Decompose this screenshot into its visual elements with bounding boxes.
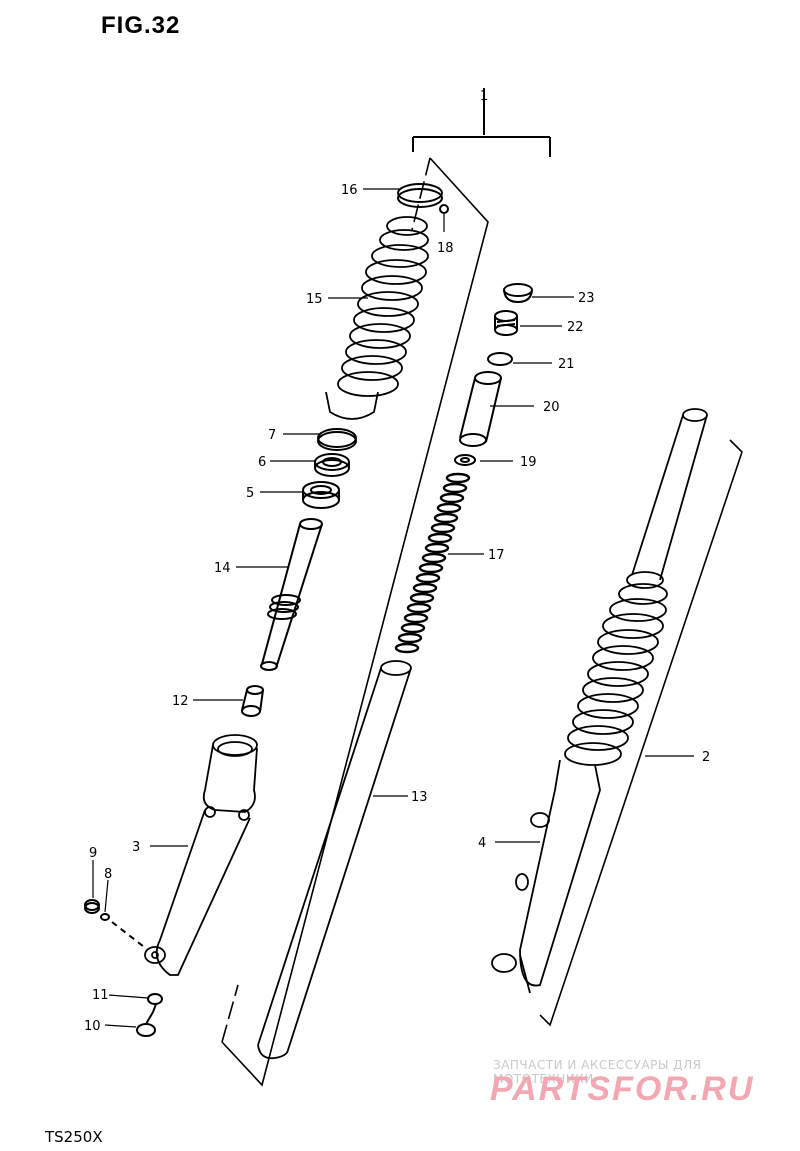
seal-7 bbox=[317, 428, 357, 451]
washer-19 bbox=[454, 454, 476, 466]
callout-19: 19 bbox=[520, 455, 537, 470]
o-ring-21 bbox=[487, 352, 513, 366]
callout-10: 10 bbox=[84, 1019, 101, 1034]
washer-6 bbox=[314, 453, 350, 477]
callout-7: 7 bbox=[268, 428, 276, 443]
callout-9: 9 bbox=[89, 846, 97, 861]
front-fork-assembly-2 bbox=[491, 408, 708, 994]
fork-boot-15 bbox=[325, 216, 429, 420]
callout-3: 3 bbox=[132, 840, 140, 855]
figure-title: FIG.32 bbox=[101, 12, 181, 39]
clamp-ring-16 bbox=[397, 183, 449, 214]
callout-12: 12 bbox=[172, 694, 189, 709]
callout-13: 13 bbox=[411, 790, 428, 805]
fork-spring-17 bbox=[394, 472, 471, 654]
assembly-outline-left bbox=[221, 157, 489, 1087]
bolt-10 bbox=[136, 1003, 157, 1037]
callout-labels: 1 2 3 4 5 6 7 8 9 10 11 12 13 14 15 16 1… bbox=[84, 89, 710, 1034]
inner-tube-13 bbox=[257, 660, 412, 1060]
damper-rod-14 bbox=[260, 518, 323, 671]
oil-lock-piece-12 bbox=[241, 685, 264, 717]
callout-6: 6 bbox=[258, 455, 266, 470]
callout-5: 5 bbox=[246, 486, 254, 501]
model-label: TS250X bbox=[45, 1128, 103, 1146]
washer-8 bbox=[100, 913, 110, 921]
spacer-20 bbox=[459, 371, 502, 447]
callout-17: 17 bbox=[488, 548, 505, 563]
callout-18: 18 bbox=[437, 241, 454, 256]
assembly-bracket bbox=[412, 88, 551, 157]
assembly-outline-right bbox=[539, 439, 743, 1027]
cap-23 bbox=[503, 283, 533, 304]
callout-2: 2 bbox=[702, 750, 710, 765]
callout-22: 22 bbox=[567, 320, 584, 335]
leader-lines bbox=[92, 188, 694, 1028]
callout-8: 8 bbox=[104, 867, 112, 882]
watermark-logo[interactable]: PARTSFOR.RU bbox=[490, 1070, 755, 1108]
callout-1: 1 bbox=[480, 89, 488, 104]
callout-15: 15 bbox=[306, 292, 323, 307]
callout-4: 4 bbox=[478, 836, 486, 851]
callout-11: 11 bbox=[92, 988, 109, 1003]
oil-seal-5 bbox=[302, 481, 340, 509]
assembly-line-8 bbox=[111, 921, 149, 951]
bolt-9 bbox=[84, 899, 100, 914]
outer-tube-3 bbox=[144, 734, 258, 976]
callout-16: 16 bbox=[341, 183, 358, 198]
washer-11 bbox=[147, 993, 163, 1005]
watermark-tagline: ЗАПЧАСТИ И АКСЕССУАРЫ ДЛЯ МОТОТЕХНИКИ bbox=[493, 1058, 702, 1086]
callout-20: 20 bbox=[543, 400, 560, 415]
callout-23: 23 bbox=[578, 291, 595, 306]
callout-14: 14 bbox=[214, 561, 231, 576]
callout-21: 21 bbox=[558, 357, 575, 372]
cap-bolt-22 bbox=[494, 310, 518, 336]
